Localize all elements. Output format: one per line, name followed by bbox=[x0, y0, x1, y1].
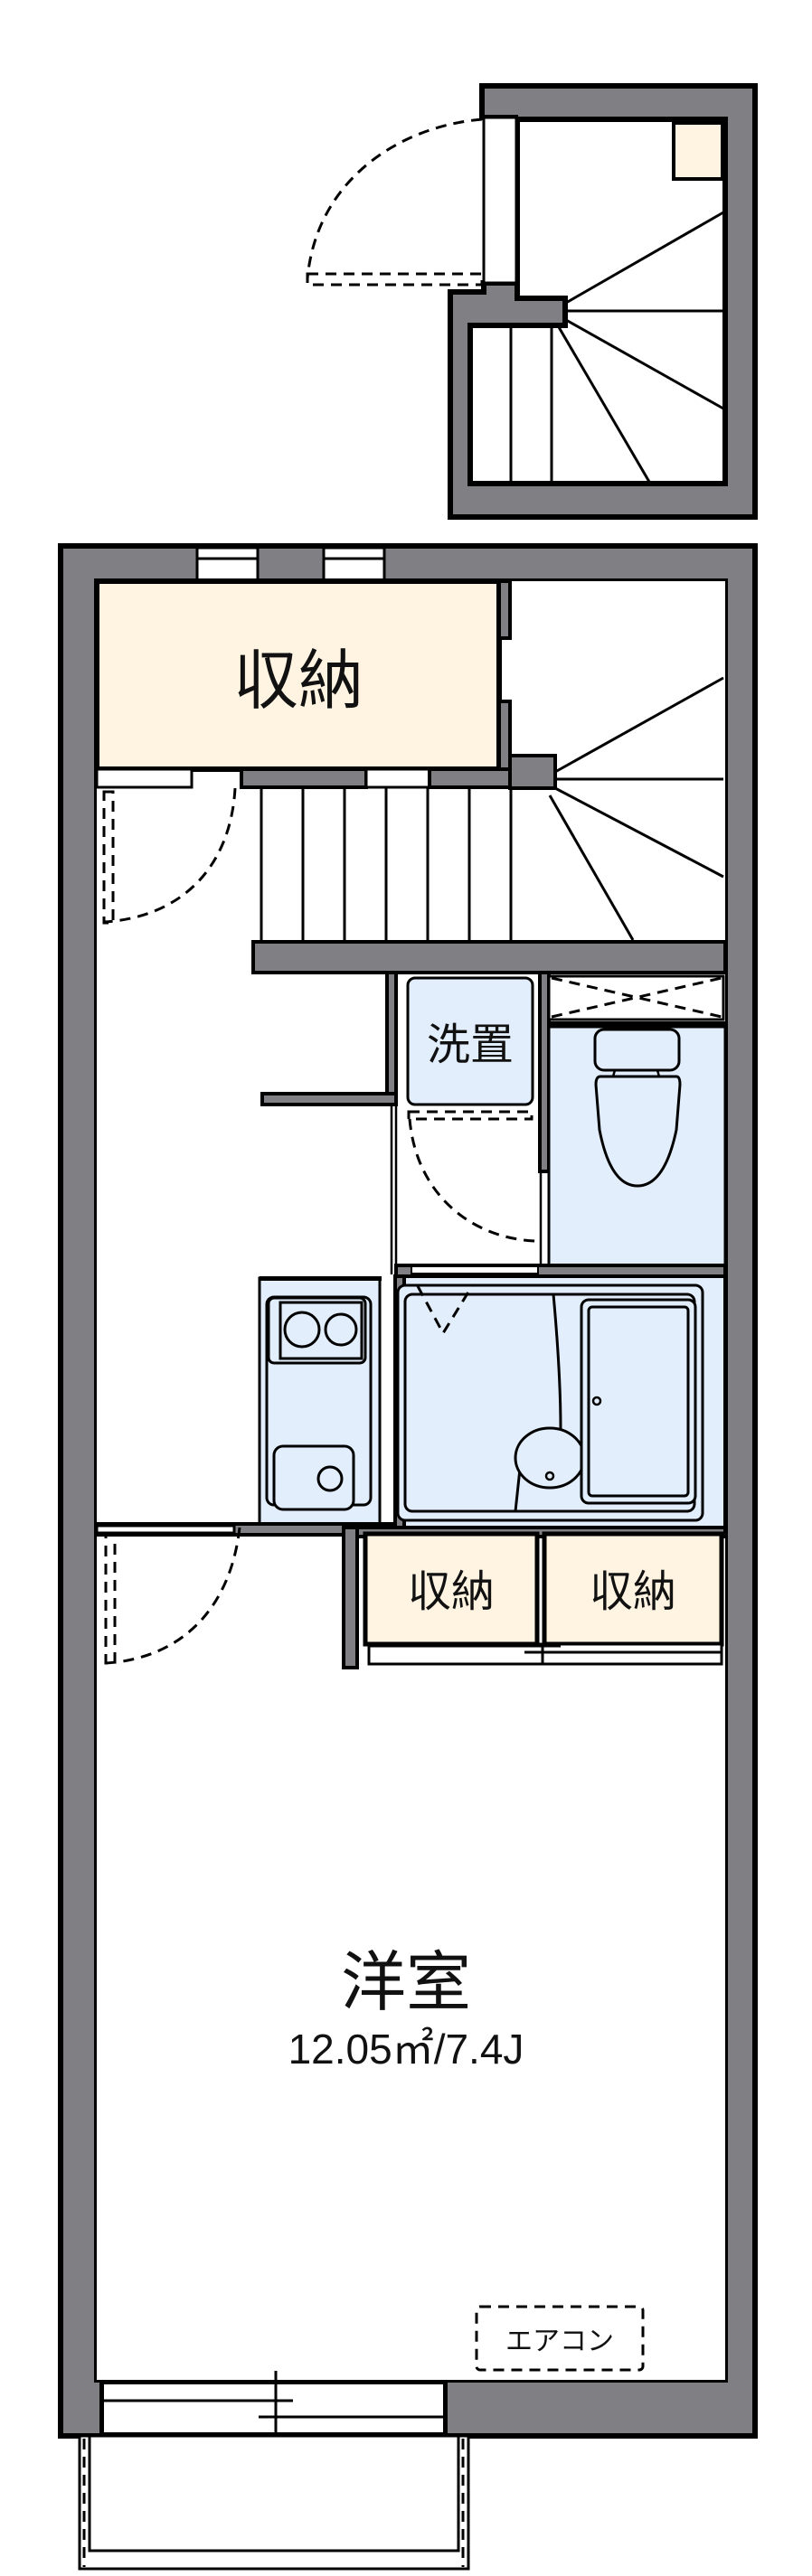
toilet-icon bbox=[593, 1028, 682, 1188]
entrance-door-swing bbox=[103, 787, 237, 924]
hall-partition bbox=[385, 971, 398, 1105]
washroom-door-leaf[interactable] bbox=[407, 1110, 533, 1121]
upper-storage-box bbox=[672, 121, 724, 181]
storage-lower-right-label: 収納 bbox=[590, 1566, 676, 1617]
storage-door-opening[interactable] bbox=[364, 767, 431, 789]
upper-door-swing bbox=[306, 118, 483, 279]
sink bbox=[272, 1444, 355, 1511]
top-window-right[interactable] bbox=[322, 546, 386, 583]
storage-sliding-doors[interactable] bbox=[367, 1642, 723, 1666]
shower-line bbox=[514, 1293, 562, 1512]
room-door-frame bbox=[95, 1524, 236, 1535]
staircase-upper bbox=[509, 211, 724, 483]
room-door-leaf[interactable] bbox=[104, 1533, 117, 1665]
wall-stub bbox=[508, 754, 557, 790]
storage-top-label: 収納 bbox=[233, 643, 364, 719]
balcony-sliding-window[interactable] bbox=[100, 2371, 447, 2446]
hall-partition bbox=[260, 1092, 398, 1106]
balcony bbox=[78, 2434, 470, 2571]
main-room-area: 12.05㎡/7.4J bbox=[288, 2026, 524, 2073]
washer-space bbox=[406, 976, 534, 1106]
storage-left-wall bbox=[342, 1526, 359, 1669]
washroom-door-swing bbox=[408, 1118, 536, 1243]
window-cross-marks bbox=[551, 976, 722, 1019]
upper-floor bbox=[306, 83, 758, 520]
storage-lower-left-label: 収納 bbox=[408, 1566, 495, 1617]
bathroom bbox=[393, 1274, 727, 1529]
stair-bottom-wall bbox=[251, 940, 727, 974]
upper-door-leaf bbox=[306, 272, 484, 287]
upper-door-frame bbox=[482, 116, 518, 285]
drain-icon bbox=[316, 1465, 344, 1492]
washer-space-label: 洗置 bbox=[427, 1020, 514, 1070]
main-room-label: 洋室 bbox=[341, 1944, 471, 2020]
main-unit: 収納 bbox=[58, 543, 758, 2571]
staircase-main bbox=[260, 676, 724, 942]
air-conditioner-box bbox=[475, 2305, 645, 2372]
kitchen bbox=[258, 1276, 382, 1526]
wall-stub bbox=[497, 579, 512, 640]
burner-icon[interactable] bbox=[324, 1312, 358, 1347]
room-door-swing bbox=[105, 1527, 241, 1665]
top-window-left[interactable] bbox=[195, 546, 260, 583]
air-conditioner-label: エアコン bbox=[505, 2326, 614, 2357]
tub-drain bbox=[591, 1396, 602, 1406]
burner-icon[interactable] bbox=[283, 1311, 321, 1349]
storage-door-opening[interactable] bbox=[95, 767, 194, 789]
storage-bottom-wall bbox=[240, 767, 368, 789]
toilet-top-wall bbox=[549, 1021, 725, 1027]
storage-bottom-wall bbox=[428, 767, 512, 789]
